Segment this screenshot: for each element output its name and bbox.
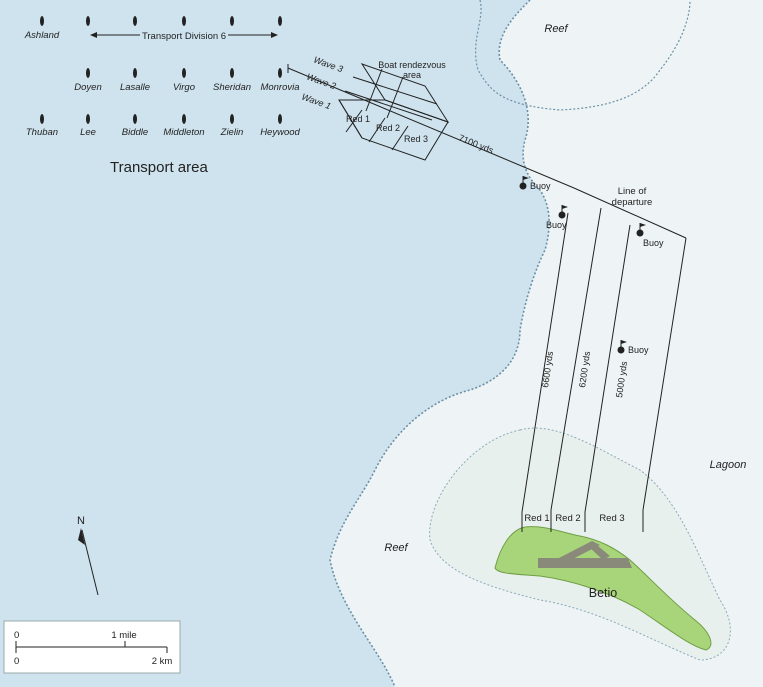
- transport-area-label: Transport area: [110, 159, 208, 176]
- ship-label-biddle: Biddle: [122, 127, 148, 138]
- ship-label-doyen: Doyen: [74, 82, 101, 93]
- island-label-betio: Betio: [589, 586, 618, 600]
- wave-2-label: Wave 2: [305, 71, 337, 91]
- line-of-departure: [573, 187, 687, 239]
- ship-label-middleton: Middleton: [163, 127, 204, 138]
- scale-zero-bottom: 0: [14, 656, 19, 667]
- ship-label-heywood: Heywood: [260, 127, 300, 138]
- beach-red-2: Red 2: [555, 513, 580, 524]
- rendezvous-red-3: Red 3: [404, 134, 428, 144]
- buoy-1: Buoy: [519, 176, 551, 191]
- ship-label-virgo: Virgo: [173, 82, 195, 93]
- wave-3-label: Wave 3: [312, 54, 344, 74]
- wave-1-label: Wave 1: [300, 91, 332, 111]
- rendezvous-red-1: Red 1: [346, 114, 370, 124]
- scale-zero-top: 0: [14, 630, 19, 641]
- ship-label-monrovia: Monrovia: [260, 82, 299, 93]
- north-arrow: N: [77, 515, 99, 596]
- reef-edge: [329, 0, 550, 687]
- distance-7100-label: 7100 yds: [457, 133, 495, 156]
- ship-label-thuban: Thuban: [26, 127, 58, 138]
- ship-label-lasalle: Lasalle: [120, 82, 150, 93]
- rendezvous-label-line2: area: [403, 70, 421, 80]
- lagoon-label: Lagoon: [710, 459, 747, 471]
- buoy-3-label: Buoy: [643, 238, 664, 248]
- buoy-4-label: Buoy: [628, 345, 649, 355]
- buoy-2: Buoy: [546, 205, 568, 230]
- transport-ships: [40, 16, 282, 124]
- ship-label-lee: Lee: [80, 127, 96, 138]
- rendezvous-grid: [338, 63, 450, 161]
- approach-line: [287, 67, 575, 189]
- airfield: [538, 541, 632, 568]
- rendezvous-red-2: Red 2: [376, 123, 400, 133]
- rendezvous-label-line1: Boat rendezvous: [378, 60, 446, 70]
- buoy-1-label: Buoy: [530, 181, 551, 191]
- beach-red-1: Red 1: [524, 513, 549, 524]
- ship-label-zielin: Zielin: [220, 127, 244, 138]
- line-of-departure-label-2: departure: [612, 197, 653, 208]
- division-label: Transport Division 6: [142, 31, 226, 42]
- buoy-2-label: Buoy: [546, 220, 567, 230]
- ship-label-sheridan: Sheridan: [213, 82, 251, 93]
- division-arrow: [90, 32, 278, 38]
- reef-label-bottom: Reef: [384, 542, 408, 554]
- reef-label-top: Reef: [544, 23, 568, 35]
- buoy-4: Buoy: [617, 340, 649, 355]
- landing-lanes: [521, 207, 687, 532]
- scale-bar: 0 1 mile 0 2 km: [3, 620, 181, 674]
- buoy-3: Buoy: [636, 223, 664, 248]
- line-of-departure-label-1: Line of: [618, 186, 647, 197]
- ship-label-ashland: Ashland: [24, 30, 60, 41]
- betio-island: [494, 526, 712, 651]
- scale-km-label: 2 km: [152, 656, 173, 667]
- beach-red-3: Red 3: [599, 513, 624, 524]
- north-label: N: [77, 515, 85, 527]
- scale-mile-label: 1 mile: [111, 630, 136, 641]
